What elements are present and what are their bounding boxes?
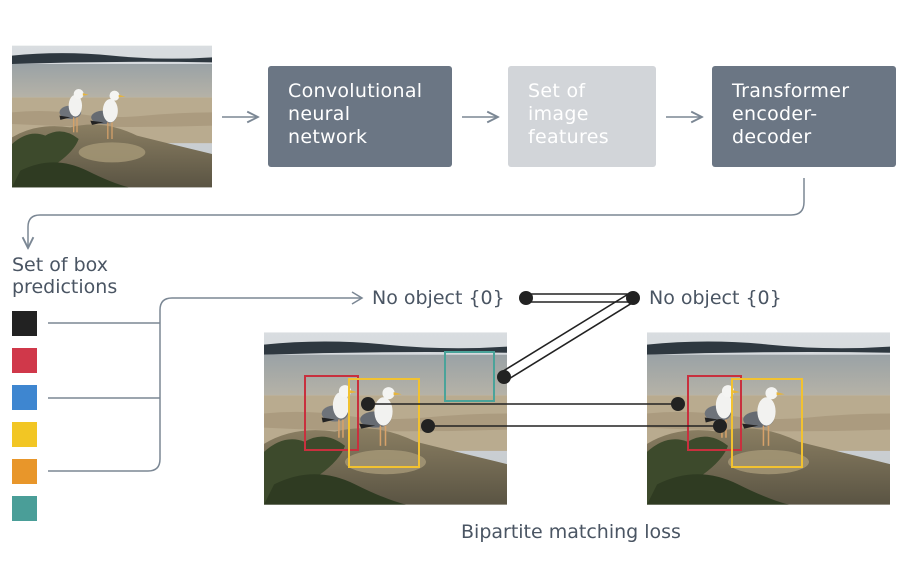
swatch-black: [12, 311, 37, 336]
matching-lines: [368, 292, 720, 427]
features-block-label: Set of image features: [528, 80, 609, 148]
predictions-label-line1: Set of box: [12, 254, 108, 276]
input-image: [12, 45, 212, 188]
no-object-right-label: No object {0}: [649, 287, 782, 309]
swatch-yellow: [12, 422, 37, 447]
pred-box-yellow: [348, 378, 420, 468]
gt-box-red: [687, 375, 742, 451]
swatch-blue: [12, 385, 37, 410]
prediction-bracket: [48, 297, 362, 472]
loss-label: Bipartite matching loss: [461, 521, 681, 543]
prediction-image: [264, 331, 507, 506]
cnn-block: Convolutional neural network: [268, 66, 452, 167]
no-object-left-label: No object {0}: [372, 287, 505, 309]
arrow-transformer-to-predictions: [28, 178, 805, 248]
swatch-teal: [12, 496, 37, 521]
swatch-red: [12, 348, 37, 373]
cnn-block-label: Convolutional neural network: [288, 80, 423, 148]
arrow-to-no-object: [351, 291, 364, 305]
transformer-block-label: Transformer encoder-decoder: [732, 80, 850, 148]
swatch-orange: [12, 459, 37, 484]
transformer-block: Transformer encoder-decoder: [712, 66, 896, 167]
pred-box-red: [304, 375, 359, 451]
pred-box-teal: [444, 351, 495, 402]
groundtruth-image: [647, 331, 890, 506]
predictions-label-line2: predictions: [12, 276, 118, 298]
features-block: Set of image features: [508, 66, 656, 167]
gt-box-yellow: [731, 378, 803, 468]
matching-dots: [361, 291, 727, 433]
